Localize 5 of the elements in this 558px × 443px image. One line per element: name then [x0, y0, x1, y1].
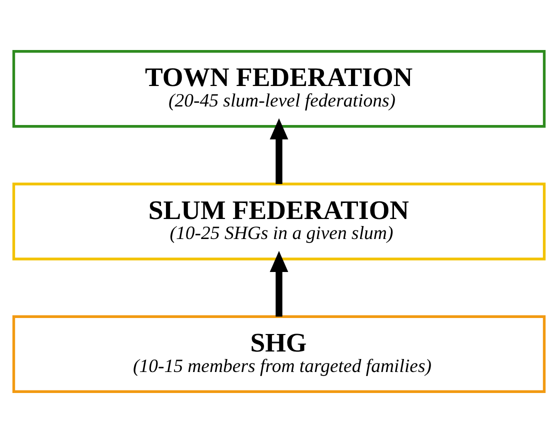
arrow	[270, 118, 288, 184]
arrow	[270, 250, 288, 317]
node-box: SLUM FEDERATION (10-25 SHGs in a given slum)	[12, 182, 546, 260]
node-box: SHG (10-15 members from targeted families)	[12, 315, 546, 393]
node-box: TOWN FEDERATION (20-45 slum-level federations)	[12, 50, 546, 128]
